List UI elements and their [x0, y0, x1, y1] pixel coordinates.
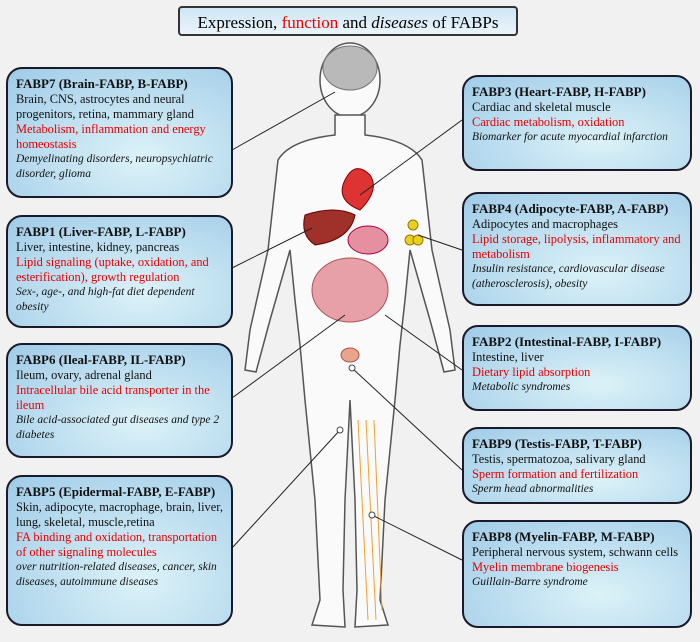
- page-title: Expression, function and diseases of FAB…: [178, 6, 518, 36]
- fabp4-heading: FABP4 (Adipocyte-FABP, A-FABP): [472, 201, 669, 216]
- testis: [340, 347, 360, 363]
- connector-lines: [231, 91, 463, 561]
- fabp7-expression: Brain, CNS, astrocytes and neural progen…: [16, 92, 194, 121]
- fabp6-box: FABP6 (Ileal-FABP, IL-FABP)Ileum, ovary,…: [6, 343, 233, 458]
- heart: [341, 168, 374, 211]
- fabp2-function: Dietary lipid absorption: [472, 365, 591, 379]
- fabp9-box: FABP9 (Testis-FABP, T-FABP)Testis, sperm…: [462, 427, 692, 504]
- fabp5-function: FA binding and oxidation, transportation…: [16, 530, 218, 559]
- fabp8-heading: FABP8 (Myelin-FABP, M-FABP): [472, 529, 655, 544]
- fabp7-heading: FABP7 (Brain-FABP, B-FABP): [16, 76, 188, 91]
- title-text: Expression,: [197, 13, 282, 32]
- fabp4-disease: Insulin resistance, cardiovascular disea…: [472, 263, 665, 290]
- liver: [303, 209, 356, 246]
- fabp3-heading: FABP3 (Heart-FABP, H-FABP): [472, 84, 646, 99]
- fabp2-heading: FABP2 (Intestinal-FABP, I-FABP): [472, 334, 662, 349]
- title-diseases: diseases: [371, 13, 428, 32]
- fabp5-disease: over nutrition-related diseases, cancer,…: [16, 561, 217, 588]
- brain: [322, 45, 378, 91]
- fabp1-disease: Sex-, age-, and high-fat diet dependent …: [16, 286, 195, 313]
- fabp3-box: FABP3 (Heart-FABP, H-FABP)Cardiac and sk…: [462, 75, 692, 171]
- fabp1-box: FABP1 (Liver-FABP, L-FABP)Liver, intesti…: [6, 215, 233, 328]
- fabp6-expression: Ileum, ovary, adrenal gland: [16, 368, 152, 382]
- fabp6-heading: FABP6 (Ileal-FABP, IL-FABP): [16, 352, 186, 367]
- fabp3-disease: Biomarker for acute myocardial infarctio…: [472, 131, 668, 143]
- fabp9-heading: FABP9 (Testis-FABP, T-FABP): [472, 436, 642, 451]
- fabp3-function: Cardiac metabolism, oxidation: [472, 115, 625, 129]
- fabp4-expression: Adipocytes and macrophages: [472, 217, 618, 231]
- fabp2-disease: Metabolic syndromes: [472, 381, 571, 393]
- title-function: function: [281, 13, 339, 32]
- fabp2-expression: Intestine, liver: [472, 350, 544, 364]
- fabp6-disease: Bile acid-associated gut diseases and ty…: [16, 414, 220, 441]
- fabp8-box: FABP8 (Myelin-FABP, M-FABP)Peripheral ne…: [462, 520, 692, 628]
- fabp8-disease: Guillain-Barre syndrome: [472, 576, 588, 588]
- fabp4-function: Lipid storage, lipolysis, inflammatory a…: [472, 232, 681, 261]
- fabp9-expression: Testis, spermatozoa, salivary gland: [472, 452, 646, 466]
- fabp3-expression: Cardiac and skeletal muscle: [472, 100, 611, 114]
- fabp1-heading: FABP1 (Liver-FABP, L-FABP): [16, 224, 186, 239]
- fabp9-function: Sperm formation and fertilization: [472, 467, 639, 481]
- fabp5-expression: Skin, adipocyte, macrophage, brain, live…: [16, 500, 223, 529]
- title-text: of FABPs: [427, 13, 499, 32]
- nerves: [357, 419, 383, 621]
- fabp9-disease: Sperm head abnormalities: [472, 483, 594, 495]
- adipocyte: [407, 219, 419, 231]
- fabp4-box: FABP4 (Adipocyte-FABP, A-FABP)Adipocytes…: [462, 192, 692, 306]
- fabp8-function: Myelin membrane biogenesis: [472, 560, 619, 574]
- fabp1-expression: Liver, intestine, kidney, pancreas: [16, 240, 180, 254]
- body-outline: [244, 42, 456, 628]
- intestines: [311, 257, 389, 323]
- fabp8-expression: Peripheral nervous system, schwann cells: [472, 545, 679, 559]
- fabp2-box: FABP2 (Intestinal-FABP, I-FABP)Intestine…: [462, 325, 692, 411]
- fabp6-function: Intracellular bile acid transporter in t…: [16, 383, 210, 412]
- fabp5-box: FABP5 (Epidermal-FABP, E-FABP)Skin, adip…: [6, 475, 233, 626]
- fabp1-function: Lipid signaling (uptake, oxidation, and …: [16, 255, 209, 284]
- stomach: [347, 225, 389, 255]
- fabp7-function: Metabolism, inflammation and energy home…: [16, 122, 206, 151]
- fabp5-heading: FABP5 (Epidermal-FABP, E-FABP): [16, 484, 216, 499]
- fabp7-disease: Demyelinating disorders, neuropsychiatri…: [16, 153, 213, 180]
- fabp7-box: FABP7 (Brain-FABP, B-FABP)Brain, CNS, as…: [6, 67, 233, 198]
- title-text: and: [338, 13, 372, 32]
